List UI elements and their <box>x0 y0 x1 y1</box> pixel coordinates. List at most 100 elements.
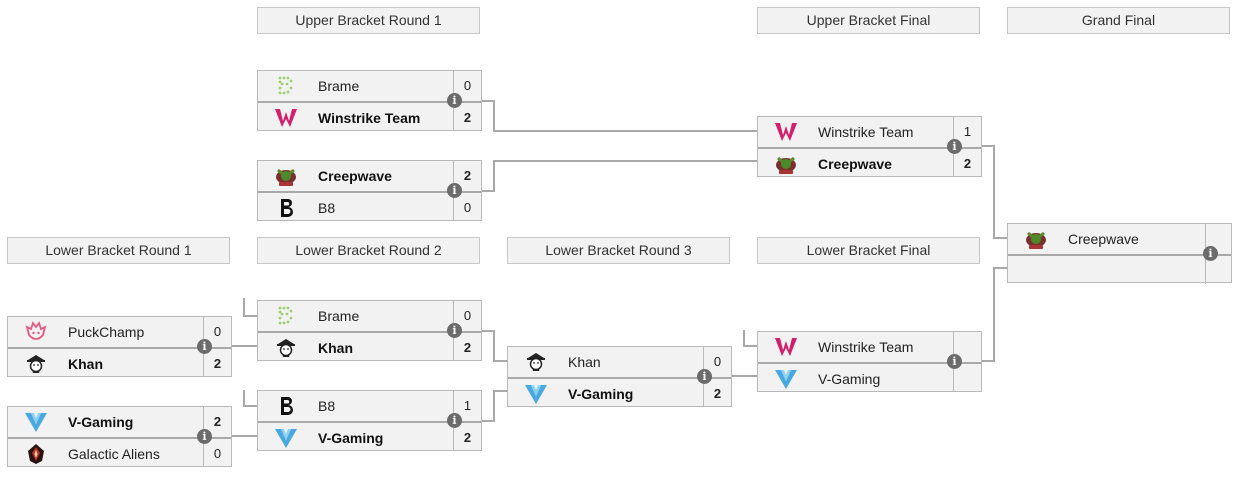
team-name: Winstrike Team <box>818 124 914 140</box>
team-row[interactable]: V-Gaming <box>758 362 981 392</box>
team-score: 2 <box>453 333 481 361</box>
header-lower-bracket-round-2: Lower Bracket Round 2 <box>257 237 480 264</box>
team-score: 2 <box>453 423 481 451</box>
header-lower-bracket-round-1: Lower Bracket Round 1 <box>7 237 230 264</box>
brame-logo-icon <box>274 75 298 97</box>
winstrike-logo-icon <box>774 336 798 358</box>
team-score <box>1205 224 1231 254</box>
team-row[interactable]: Winstrike Team <box>758 332 981 362</box>
creepwave-logo-icon <box>274 165 298 187</box>
header-upper-bracket-round-1: Upper Bracket Round 1 <box>257 7 480 34</box>
match-info-icon[interactable]: i <box>447 183 462 198</box>
brame-logo-icon <box>274 305 298 327</box>
match-upper-bracket-round-1-b[interactable]: Creepwave 2 B8 0 i <box>257 160 482 221</box>
team-row[interactable]: Khan 2 <box>8 347 231 377</box>
match-lower-bracket-round-3[interactable]: Khan 0 V-Gaming 2 i <box>507 346 732 407</box>
team-name: Winstrike Team <box>318 110 421 126</box>
team-score: 1 <box>953 117 981 147</box>
team-row[interactable]: V-Gaming 2 <box>508 377 731 407</box>
team-score <box>953 332 981 362</box>
team-name: Khan <box>568 354 601 370</box>
team-score: 2 <box>203 407 231 437</box>
team-row[interactable]: Winstrike Team 1 <box>758 117 981 147</box>
match-lower-bracket-round-1-a[interactable]: PuckChamp 0 Khan 2 i <box>7 316 232 377</box>
match-info-icon[interactable]: i <box>447 93 462 108</box>
team-name: PuckChamp <box>68 324 145 340</box>
match-info-icon[interactable]: i <box>447 413 462 428</box>
khan-logo-icon <box>524 351 548 373</box>
team-row[interactable]: Brame 0 <box>258 71 481 101</box>
team-row[interactable]: V-Gaming 2 <box>8 407 231 437</box>
team-score: 0 <box>703 347 731 377</box>
team-row[interactable]: Brame 0 <box>258 301 481 331</box>
creepwave-logo-icon <box>774 153 798 175</box>
match-lower-bracket-round-2-a[interactable]: Brame 0 Khan 2 i <box>257 300 482 361</box>
team-name: V-Gaming <box>68 414 134 430</box>
vgaming-logo-icon <box>274 427 298 449</box>
team-name: Creepwave <box>818 156 892 172</box>
team-name: Khan <box>68 356 103 372</box>
header-lower-bracket-final: Lower Bracket Final <box>757 237 980 264</box>
match-info-icon[interactable]: i <box>1203 246 1218 261</box>
team-row[interactable]: PuckChamp 0 <box>8 317 231 347</box>
team-score: 0 <box>203 317 231 347</box>
team-row[interactable]: B8 1 <box>258 391 481 421</box>
team-row[interactable]: B8 0 <box>258 191 481 221</box>
team-name: Winstrike Team <box>818 339 914 355</box>
team-name: Khan <box>318 340 353 356</box>
team-score: 2 <box>453 161 481 191</box>
team-score: 1 <box>453 391 481 421</box>
match-info-icon[interactable]: i <box>197 429 212 444</box>
khan-logo-icon <box>24 353 48 375</box>
team-name: B8 <box>318 398 336 414</box>
match-lower-bracket-final[interactable]: Winstrike Team V-Gaming i <box>757 331 982 392</box>
header-upper-bracket-final: Upper Bracket Final <box>757 7 980 34</box>
team-name: V-Gaming <box>318 430 384 446</box>
team-score: 2 <box>953 149 981 177</box>
team-score: 2 <box>453 103 481 131</box>
match-lower-bracket-round-1-b[interactable]: V-Gaming 2 Galactic Aliens 0 i <box>7 406 232 467</box>
team-row[interactable]: Creepwave <box>1008 224 1231 254</box>
team-row[interactable]: Khan 2 <box>258 331 481 361</box>
team-row[interactable]: V-Gaming 2 <box>258 421 481 451</box>
team-row[interactable]: Winstrike Team 2 <box>258 101 481 131</box>
team-name: Creepwave <box>318 168 392 184</box>
vgaming-logo-icon <box>24 411 48 433</box>
galactic-aliens-logo-icon <box>24 443 48 465</box>
match-upper-bracket-final[interactable]: Winstrike Team 1 Creepwave 2 i <box>757 116 982 177</box>
match-info-icon[interactable]: i <box>947 139 962 154</box>
match-lower-bracket-round-2-b[interactable]: B8 1 V-Gaming 2 i <box>257 390 482 451</box>
match-info-icon[interactable]: i <box>197 339 212 354</box>
team-score: 2 <box>703 379 731 407</box>
creepwave-logo-icon <box>1024 228 1048 250</box>
winstrike-logo-icon <box>274 107 298 129</box>
winstrike-logo-icon <box>774 121 798 143</box>
team-name: V-Gaming <box>818 371 881 387</box>
match-grand-final[interactable]: Creepwave i <box>1007 223 1232 284</box>
header-lower-bracket-round-3: Lower Bracket Round 3 <box>507 237 730 264</box>
khan-logo-icon <box>274 337 298 359</box>
team-score: 0 <box>203 439 231 467</box>
team-score: 0 <box>453 71 481 101</box>
vgaming-logo-icon <box>774 368 798 390</box>
match-upper-bracket-round-1-a[interactable]: Brame 0 Winstrike Team 2 i <box>257 70 482 131</box>
b8-logo-icon <box>274 197 298 219</box>
team-row[interactable]: Creepwave 2 <box>258 161 481 191</box>
puckchamp-logo-icon <box>24 321 48 343</box>
match-info-icon[interactable]: i <box>697 369 712 384</box>
team-score: 0 <box>453 301 481 331</box>
team-name: B8 <box>318 200 336 216</box>
team-row[interactable]: Creepwave 2 <box>758 147 981 177</box>
match-info-icon[interactable]: i <box>447 323 462 338</box>
header-grand-final: Grand Final <box>1007 7 1230 34</box>
match-info-icon[interactable]: i <box>947 354 962 369</box>
team-name: V-Gaming <box>568 386 634 402</box>
team-name: Brame <box>318 308 360 324</box>
team-row[interactable]: Khan 0 <box>508 347 731 377</box>
b8-logo-icon <box>274 395 298 417</box>
team-name: Brame <box>318 78 360 94</box>
team-row[interactable]: Galactic Aliens 0 <box>8 437 231 467</box>
team-score: 0 <box>453 193 481 221</box>
vgaming-logo-icon <box>524 383 548 405</box>
